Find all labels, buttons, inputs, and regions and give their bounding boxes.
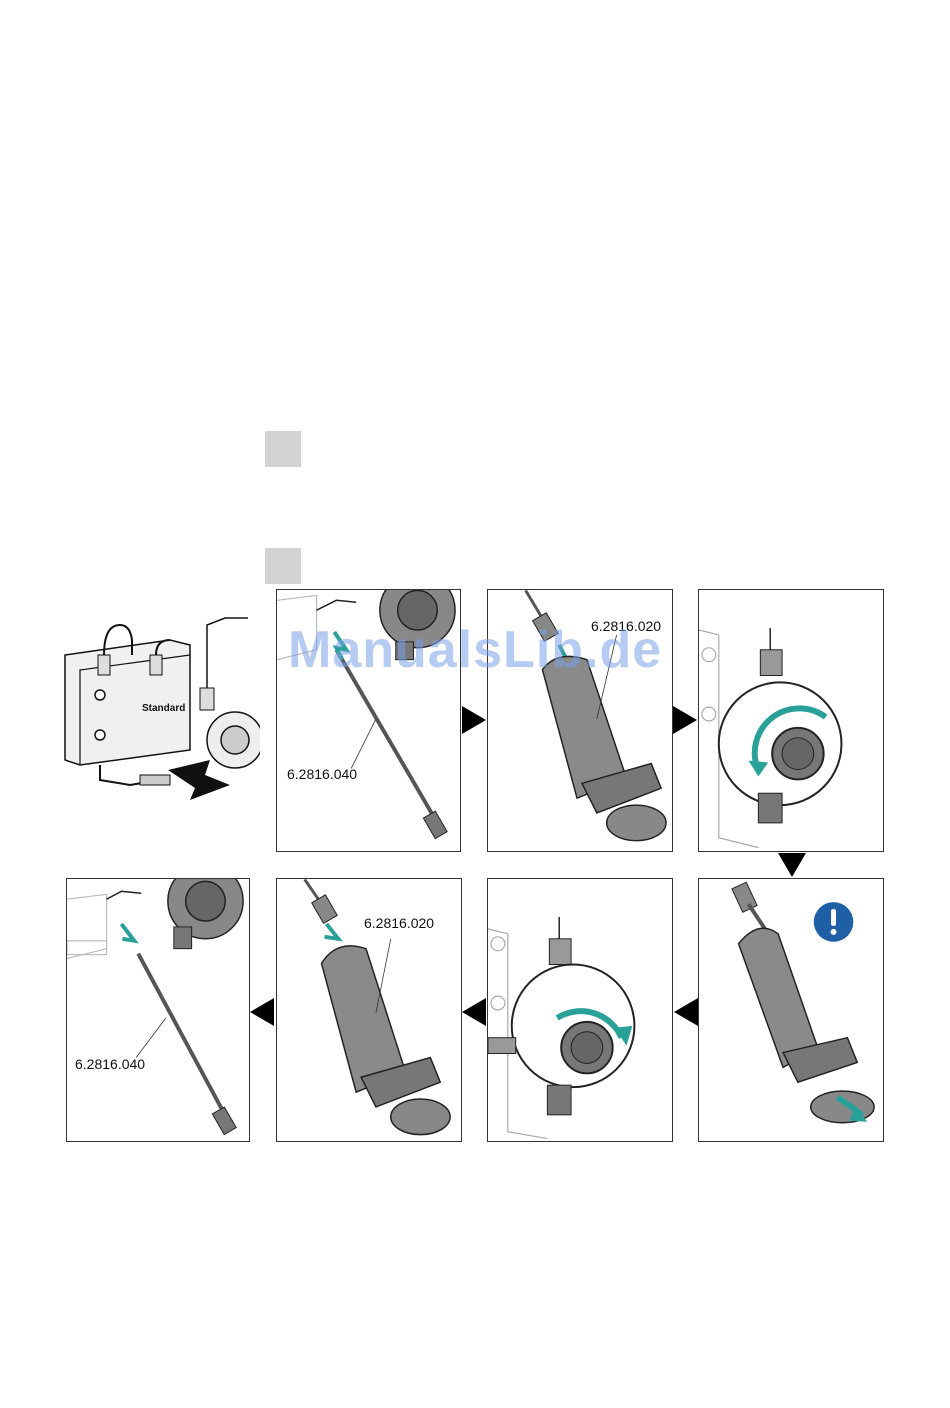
panel-step-7: 6.2816.040: [66, 878, 250, 1142]
arrow-down: [778, 853, 806, 877]
panel-step-6: 6.2816.020: [276, 878, 462, 1142]
step-marker-2: [265, 548, 301, 584]
arrow-right-2: [673, 706, 697, 734]
arrow-left-3: [250, 998, 274, 1026]
valve-rotate-cw-drawing: [488, 879, 672, 1141]
syringe-pull-drawing: [699, 879, 883, 1141]
part-number-syringe-2: 6.2816.020: [364, 915, 434, 931]
panel-step-4: [698, 878, 884, 1142]
part-number-needle-2: 6.2816.040: [75, 1056, 145, 1072]
valve-rotate-ccw-drawing: [699, 590, 883, 851]
arrow-left-1: [674, 998, 698, 1026]
standard-label: Standard: [142, 703, 185, 714]
panel-step-3: [698, 589, 884, 852]
watermark: ManualsLib.de: [288, 620, 662, 680]
part-number-needle: 6.2816.040: [287, 766, 357, 782]
arrow-right-1: [462, 706, 486, 734]
overview-illustration: Standard: [60, 600, 260, 830]
needle-remove-drawing: [67, 879, 249, 1141]
panel-step-5: [487, 878, 673, 1142]
arrow-left-2: [462, 998, 486, 1026]
step-marker-1: [265, 431, 301, 467]
standard-block-drawing: [60, 600, 260, 830]
